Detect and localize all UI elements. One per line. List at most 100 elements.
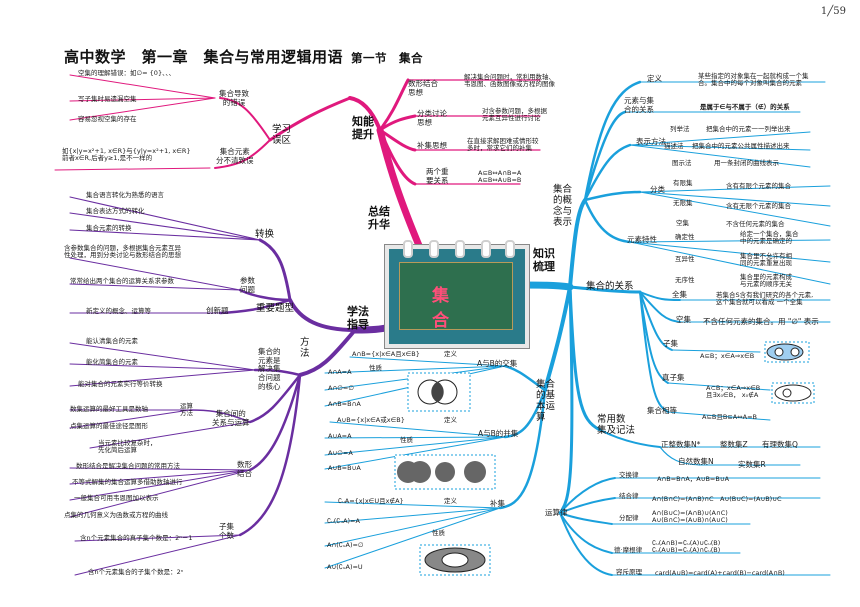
- skill-text: 在直接求解困难或情形较 多时，常求它们的补集: [467, 137, 539, 153]
- param-item: 常常给出两个集合的运算关系求参数: [70, 277, 174, 285]
- prop-label: 元素特性: [627, 235, 657, 244]
- skill-text: 对含参数问题，多根据 元素互异性进行讨论: [482, 107, 547, 123]
- law-label: 交换律: [619, 471, 639, 479]
- venn-subset: [764, 341, 810, 363]
- hub-mistakes: 学习 误区: [272, 124, 292, 146]
- venn-complement: [419, 544, 491, 576]
- prop-item-label: 确定性: [675, 233, 695, 241]
- intersection-prop: A∩B=B∩A: [328, 400, 361, 408]
- skill-text: A⊆B⇔A∩B=A A⊆B⇔A∪B=B: [478, 169, 522, 185]
- mistakes-group1-label: 集合导致 的错误: [219, 89, 249, 107]
- ops-extra: 当元素比较复杂时， 先化简后运算: [98, 439, 157, 455]
- core-item: 能化简集合的元素: [86, 358, 138, 366]
- title-section: 第一节 集合: [351, 51, 424, 65]
- core-item: 能认清集合的元素: [86, 337, 138, 345]
- repr-label: 表示方法: [636, 137, 666, 146]
- param-label: 参数 问题: [240, 276, 255, 294]
- law-label: 分配律: [619, 514, 639, 522]
- union-prop: A∪∅=A: [328, 449, 353, 457]
- skill-label: 两个重 要关系: [426, 167, 449, 185]
- prop-item-text: 给定一个集合，集合 中的元素是确定的: [740, 230, 799, 246]
- union-prop: A∪B=B∪A: [328, 464, 361, 472]
- shape-item: 一般集合可用韦恩图加以表示: [74, 494, 159, 502]
- subset-label: 子集: [663, 339, 678, 348]
- laws-label: 运算律: [545, 508, 568, 517]
- law-label: 德·摩根律: [614, 546, 643, 554]
- complement-prop-word: 性质: [432, 529, 445, 537]
- board-ring: [455, 240, 465, 258]
- complement-def: ∁ᵤA={x|x∈U且x∉A}: [338, 497, 404, 505]
- complement-def-word: 定义: [444, 497, 457, 505]
- subset-count-item: 含n个元素集合的子集个数是：2ⁿ: [88, 568, 184, 576]
- method-branches: [69, 196, 404, 576]
- venn-intersection: [407, 372, 471, 412]
- set-equal-label: 集合相等: [647, 406, 677, 415]
- law-text: ∁ᵤ(A∩B)=∁ᵤ(A)∪∁ᵤ(B) ∁ᵤ(A∪B)=∁ᵤ(A)∩∁ᵤ(B): [652, 539, 721, 555]
- board-ring: [403, 240, 413, 258]
- complement-prop: ∁ᵤ(∁ᵤA)=A: [327, 517, 360, 525]
- repr-method-label: 描述法: [664, 142, 684, 150]
- union-def: A∪B={x|x∈A或x∈B}: [337, 416, 405, 424]
- skill-label: 数形结合 思想: [408, 79, 438, 97]
- transform-item: 集合语言转化为熟悉的语言: [86, 191, 164, 199]
- new-problem-label: 创新题: [206, 306, 229, 315]
- new-problem-item: 新定义的概念、运算等: [86, 307, 151, 315]
- law-text: A∩B=B∩A，A∪B=B∪A: [657, 475, 730, 483]
- repr-method-label: 列举法: [670, 125, 690, 133]
- ops-label: 集合间的 关系与运算: [212, 409, 250, 427]
- hub-transform: 转换: [255, 229, 275, 240]
- repr-method-text: 把集合中的元素一一列举出来: [706, 125, 791, 133]
- title-main: 高中数学 第一章 集合与常用逻辑用语: [64, 48, 344, 66]
- mistake-item-2: 如{x|y=x²+1, x∈R}与{y|y=x²+1, x∈R} 前者x∈R,后…: [62, 147, 191, 163]
- hub-summary: 总结 升华: [368, 205, 390, 231]
- notation-item: 整数集Z: [720, 440, 748, 449]
- ops-item: 点集运算的最佳途径是图形: [70, 422, 148, 430]
- prop-item-label: 互异性: [675, 255, 695, 263]
- param-item: 含参数集合的问题，多根据集合元素互异 性处理，用到分类讨论与数形结合的思想: [64, 244, 181, 260]
- complement-prop: A∩(∁ᵤA)=∅: [327, 541, 364, 549]
- law-text: A∩(B∩C)=(A∩B)∩C A∪(B∪C)=(A∪B)∪C: [652, 495, 782, 503]
- ops-sub-label: 运算 方法: [180, 402, 193, 418]
- prop-item-label: 无序性: [675, 276, 695, 284]
- shape-item: 不等式解集的集合运算多借助数轴进行: [72, 478, 183, 486]
- class-item-text: 不含任何元素的集合: [726, 220, 785, 228]
- board-surface: 集 合: [399, 262, 513, 331]
- empty-set-text: 不含任何元素的集合。用 "∅" 表示: [703, 317, 819, 326]
- hub-knowledge: 知识 梳理: [533, 247, 555, 273]
- center-label: 集 合: [432, 286, 494, 331]
- hub-problem-types: 重要题型: [256, 303, 295, 314]
- proper-subset-label: 真子集: [662, 373, 685, 382]
- law-label: 容斥原理: [616, 568, 642, 576]
- page-number: 1╱59: [820, 6, 846, 17]
- prop-item-text: 集合里的元素构成 与元素的顺序无关: [740, 273, 792, 289]
- hub-methods: 方 法: [300, 337, 310, 359]
- skill-label: 补集思想: [417, 141, 447, 150]
- law-text: A∩(B∪C)=(A∩B)∪(A∩C) A∪(B∩C)=(A∪B)∩(A∪C): [652, 509, 728, 525]
- class-item-label: 空集: [676, 219, 689, 227]
- mistake-item: 写子集时易遗漏空集: [78, 95, 137, 103]
- proper-subset-text: A⊂B；x∈A⇒x∈B 且∃x₀∈B， x₀∉A: [706, 384, 761, 400]
- notation-item: 实数集R: [738, 460, 766, 469]
- union-prop-word: 性质: [400, 436, 413, 444]
- shape-item: 点集的几何意义为函数或方程的曲线: [64, 511, 168, 519]
- intersection-prop: A∩A=A: [328, 368, 352, 376]
- union-label: A与B的并集: [478, 429, 519, 438]
- skill-label: 分类讨论 思想: [417, 109, 447, 127]
- repr-method-label: 图示法: [672, 159, 692, 167]
- concept-definition: 某些指定的对象集在一起就构成一个集 合。集合中的每个对象叫集合的元素: [698, 72, 809, 88]
- set-equal-text: A⊆B且B⊆A⇔A=B: [702, 413, 758, 421]
- mistakes-group2-label: 集合元素 分不清致误: [216, 147, 254, 165]
- notation-item: 有理数集Q: [762, 440, 798, 449]
- subset-count-item: 含n个元素集合的真子集个数是：2ⁿ－1: [80, 534, 193, 542]
- class-item-text: 含有有限个元素的集合: [726, 182, 791, 190]
- repr-method-text: 把集合中的元素公共属性描述出来: [692, 142, 790, 150]
- prop-item-text: 集合里不允许有相 同的元素重复出现: [740, 252, 792, 268]
- union-prop: A∪A=A: [328, 432, 352, 440]
- venn-union: [394, 454, 496, 490]
- intersection-def: A∩B={x|x∈A且x∈B}: [352, 350, 420, 358]
- mistake-item: 容易忽视空集的存在: [78, 115, 137, 123]
- complement-label: 补集: [490, 499, 505, 508]
- core-label: 集合的 元素是 解决集 合问题 的核心: [258, 347, 281, 391]
- subset-text: A⊆B；x∈A⇒x∈B: [700, 352, 755, 360]
